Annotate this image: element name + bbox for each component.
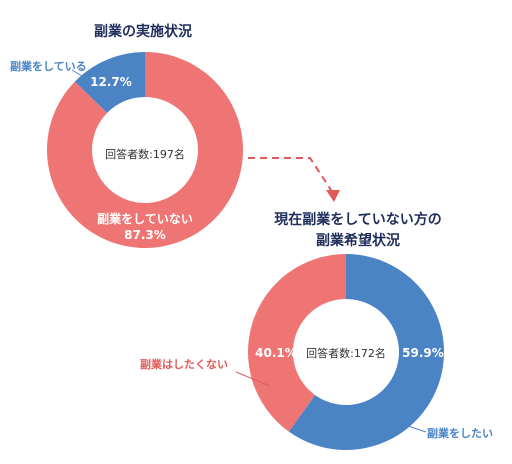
chart-2-slice-1 [247,254,346,432]
chart-1-slice-1-name: 副業をしていない [97,211,193,226]
chart-2-title-line-1: 現在副業をしていない方の [274,211,442,228]
chart-2-donut [247,254,444,450]
chart-1-slice-1 [46,52,243,248]
chart-2-leader-line-red [235,371,271,387]
chart-1-donut [46,52,243,248]
chart-1: 副業の実施状況 回答者数:197名 12.7% 副業をしていない 87.3% 副… [10,23,243,248]
chart-1-center-label: 回答者数:197名 [105,147,185,161]
chart-2: 現在副業をしていない方の 副業希望状況 回答者数:172名 59.9% 40.1… [140,211,493,450]
chart-2-leader-line-blue [389,419,427,433]
chart-1-leader-line [71,69,83,77]
chart-2-slice-0-name: 副業をしたい [427,426,493,440]
chart-2-slice-1-value: 40.1% [255,346,297,360]
chart-2-slice-0 [288,254,444,450]
chart-2-center-label: 回答者数:172名 [306,346,386,360]
chart-1-title: 副業の実施状況 [94,23,192,40]
chart-2-title-line-2: 副業希望状況 [316,232,400,249]
chart-2-slice-1-name: 副業はしたくない [140,357,228,371]
chart-1-slice-1-value: 87.3% [124,228,166,242]
chart-1-slice-0-value: 12.7% [90,75,132,89]
connector-arrow [248,157,340,202]
chart-2-slice-0-value: 59.9% [402,346,444,360]
chart-1-slice-0-name: 副業をしている [10,59,87,73]
chart-1-slice-0 [74,52,145,113]
